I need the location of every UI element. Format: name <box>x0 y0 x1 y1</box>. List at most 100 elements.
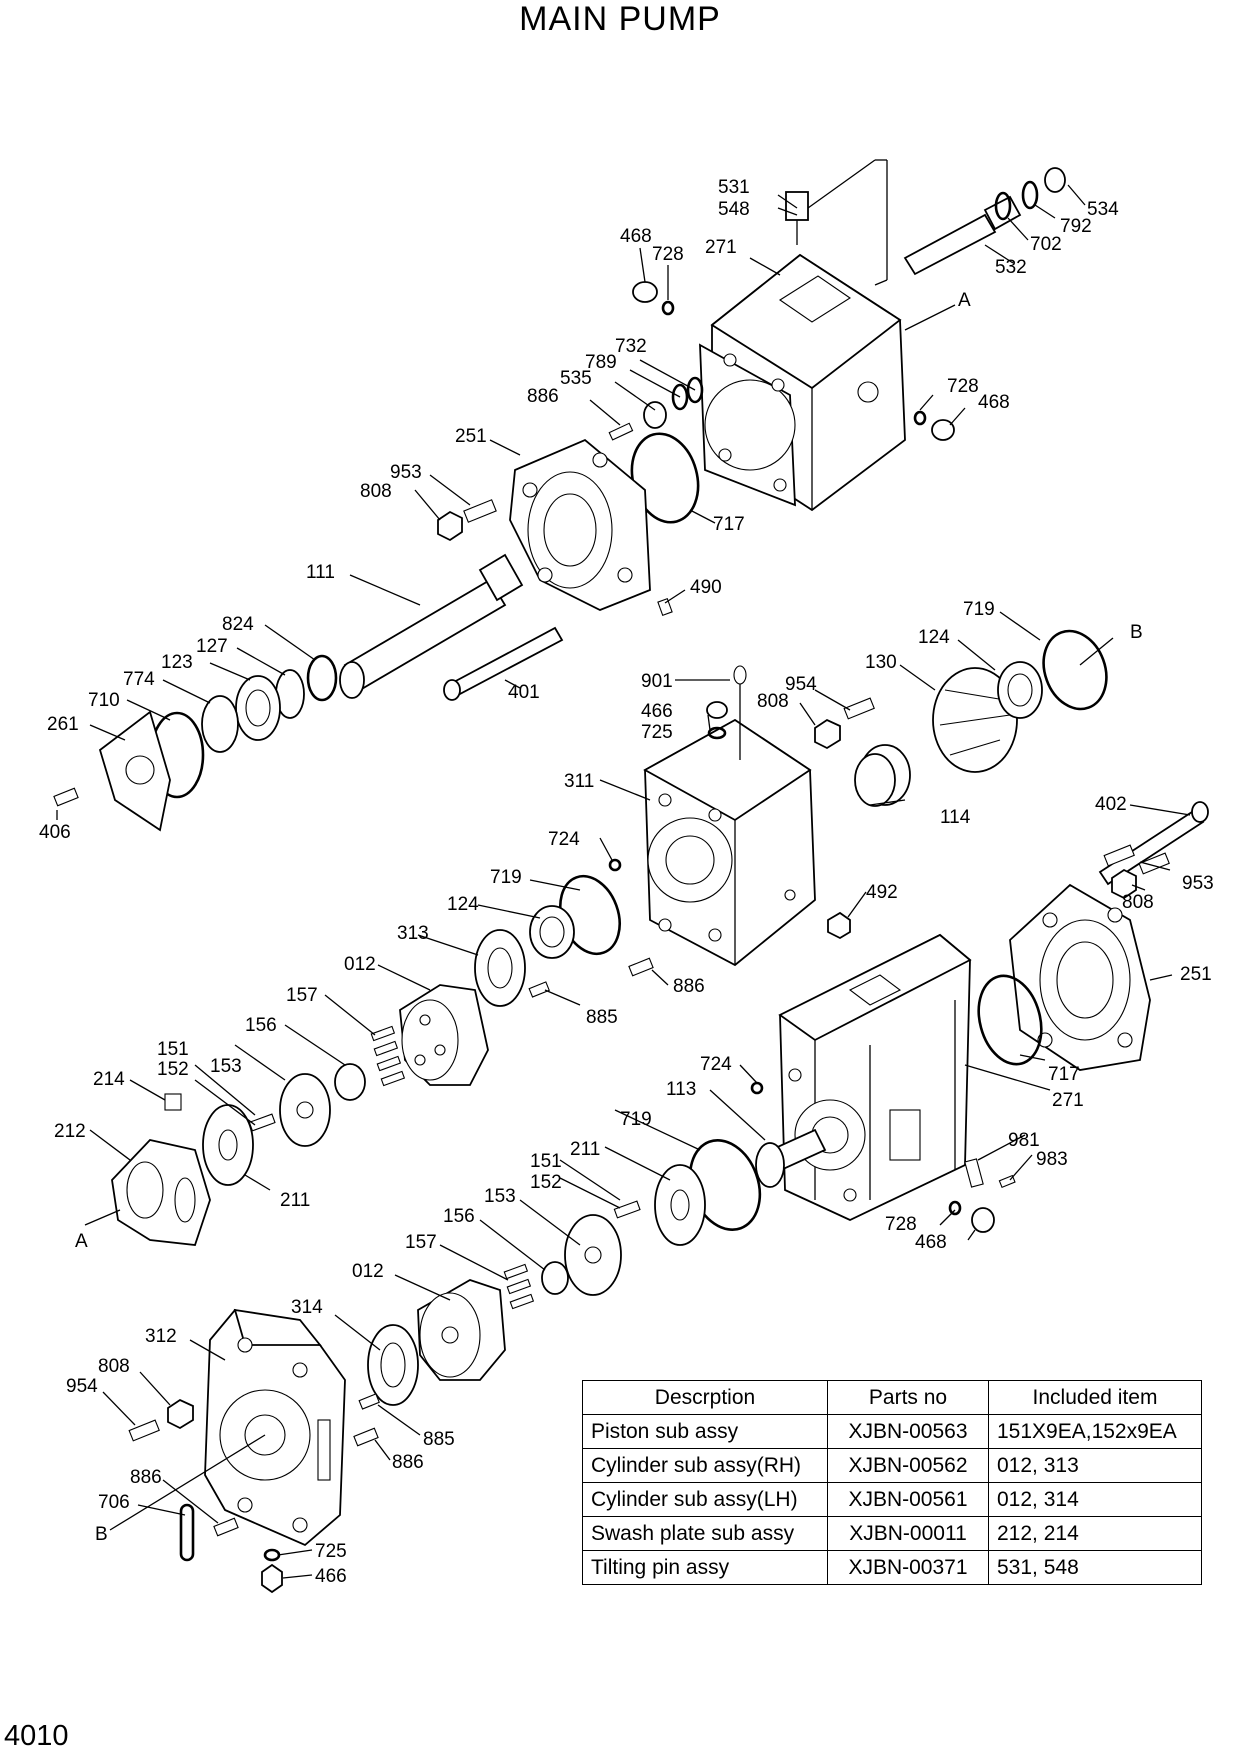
valve-plate-313 <box>474 929 526 1007</box>
callout-152-upper: 152 <box>157 1059 189 1080</box>
page-title: MAIN PUMP <box>519 0 721 38</box>
callout-271-lower: 271 <box>1052 1090 1084 1111</box>
row-part-no: XJBN-00563 <box>827 1414 989 1449</box>
valve-block-312 <box>204 1308 346 1547</box>
callout-717-upper: 717 <box>713 514 745 535</box>
set-plate-153-lower <box>564 1214 622 1296</box>
callout-885-mid: 885 <box>586 1007 618 1028</box>
callout-271-upper: 271 <box>705 237 737 258</box>
pump-casing-upper <box>699 253 906 512</box>
pump-casing-lower <box>778 933 972 1221</box>
callout-728-top: 728 <box>652 244 684 265</box>
pin-214 <box>164 1093 182 1111</box>
callout-114: 114 <box>940 807 971 828</box>
pin-885-mid <box>528 981 550 998</box>
pin-886-lower-a <box>353 1427 379 1447</box>
callout-492: 492 <box>866 882 898 903</box>
callout-728-lower: 728 <box>885 1214 917 1235</box>
callout-532: 532 <box>995 257 1027 278</box>
pin-490 <box>657 598 673 616</box>
callout-251-lower: 251 <box>1180 964 1212 985</box>
bolt-402 <box>1098 801 1209 900</box>
tilting-pin-group <box>785 167 1066 276</box>
bolt-401 <box>443 626 564 701</box>
pin-885-lower <box>358 1393 380 1410</box>
callout-983: 983 <box>1036 1149 1068 1170</box>
row-included: 212, 214 <box>988 1516 1202 1551</box>
callout-468-top: 468 <box>620 226 652 247</box>
callout-311: 311 <box>564 771 594 792</box>
callout-725-mid: 725 <box>641 722 673 743</box>
callout-labels: 531 548 534 792 702 532 468 728 271 A 73… <box>39 177 1214 1587</box>
needle-bearing-124-mid <box>529 905 575 959</box>
stopper-535 <box>608 376 704 441</box>
row-included: 012, 314 <box>988 1482 1202 1517</box>
pin-886-mid <box>628 957 654 977</box>
table-row: Tilting pin assy XJBN-00371 531, 548 <box>582 1550 1202 1585</box>
callout-124-upper: 124 <box>918 627 950 648</box>
callout-153-lower: 153 <box>484 1186 516 1207</box>
callout-901: 901 <box>641 671 673 692</box>
callout-808-right: 808 <box>1122 892 1154 913</box>
callout-717-lower: 717 <box>1048 1064 1080 1085</box>
nut-808-lower <box>167 1398 194 1430</box>
callout-719-mid: 719 <box>490 867 522 888</box>
plate-981 <box>964 1158 1016 1189</box>
parts-table: Descrption Parts no Included item Piston… <box>582 1380 1202 1585</box>
pistons-157-upper <box>370 1025 406 1087</box>
leader-lines <box>56 159 1191 1579</box>
eye-bolt-901 <box>733 665 747 760</box>
callout-724-lower: 724 <box>700 1054 732 1075</box>
row-part-no: XJBN-00561 <box>827 1482 989 1517</box>
callout-401: 401 <box>508 682 540 703</box>
shoe-151-upper <box>248 1113 276 1132</box>
cylinder-block-012-upper <box>399 984 489 1086</box>
callout-157-upper: 157 <box>286 985 318 1006</box>
callout-124-mid: 124 <box>447 894 479 915</box>
callout-490: 490 <box>690 577 722 598</box>
table-row: Cylinder sub assy(LH) XJBN-00561 012, 31… <box>582 1482 1202 1517</box>
row-included: 151X9EA,152x9EA <box>988 1414 1202 1449</box>
callout-468-lower: 468 <box>915 1232 947 1253</box>
bearing-stack-front <box>53 654 338 832</box>
callout-885-lower: 885 <box>423 1429 455 1450</box>
callout-012-lower: 012 <box>352 1261 384 1282</box>
table-header-row: Descrption Parts no Included item <box>582 1380 1202 1415</box>
callout-157-lower: 157 <box>405 1232 437 1253</box>
o-ring-724-mid <box>608 858 622 872</box>
callout-808-mid: 808 <box>757 691 789 712</box>
row-description: Swash plate sub assy <box>582 1516 828 1551</box>
table-row: Swash plate sub assy XJBN-00011 212, 214 <box>582 1516 1202 1551</box>
row-part-no: XJBN-00011 <box>827 1516 989 1551</box>
callout-824: 824 <box>222 614 254 635</box>
callout-886-lower-a: 886 <box>392 1452 424 1473</box>
flange-251-upper <box>509 438 651 611</box>
callout-789: 789 <box>585 352 617 373</box>
callout-808-lower: 808 <box>98 1356 130 1377</box>
stud-953-upper <box>437 499 497 542</box>
callout-725-lower: 725 <box>315 1541 347 1562</box>
stud-954-mid <box>843 697 875 720</box>
callout-886-upper: 886 <box>527 386 559 407</box>
drive-shaft-111 <box>339 553 524 699</box>
callout-123: 123 <box>161 652 193 673</box>
row-description: Cylinder sub assy(RH) <box>582 1448 828 1483</box>
callout-130: 130 <box>865 652 897 673</box>
row-included: 012, 313 <box>988 1448 1202 1483</box>
plug-468-right <box>913 410 955 441</box>
callout-953-right: 953 <box>1182 873 1214 894</box>
callout-728-right: 728 <box>947 376 979 397</box>
table-row: Cylinder sub assy(RH) XJBN-00562 012, 31… <box>582 1448 1202 1483</box>
callout-113: 113 <box>666 1079 696 1100</box>
callout-953-upper: 953 <box>390 462 422 483</box>
plug-466-mid <box>706 701 728 740</box>
callout-792: 792 <box>1060 216 1092 237</box>
callout-702: 702 <box>1030 234 1062 255</box>
callout-B-upper: B <box>1130 622 1143 643</box>
callout-534: 534 <box>1087 199 1119 220</box>
callout-468-right: 468 <box>978 392 1010 413</box>
cylinder-block-012-lower <box>417 1279 506 1381</box>
callout-535: 535 <box>560 368 592 389</box>
callout-211-lower: 211 <box>570 1139 600 1160</box>
callout-981: 981 <box>1008 1130 1040 1151</box>
